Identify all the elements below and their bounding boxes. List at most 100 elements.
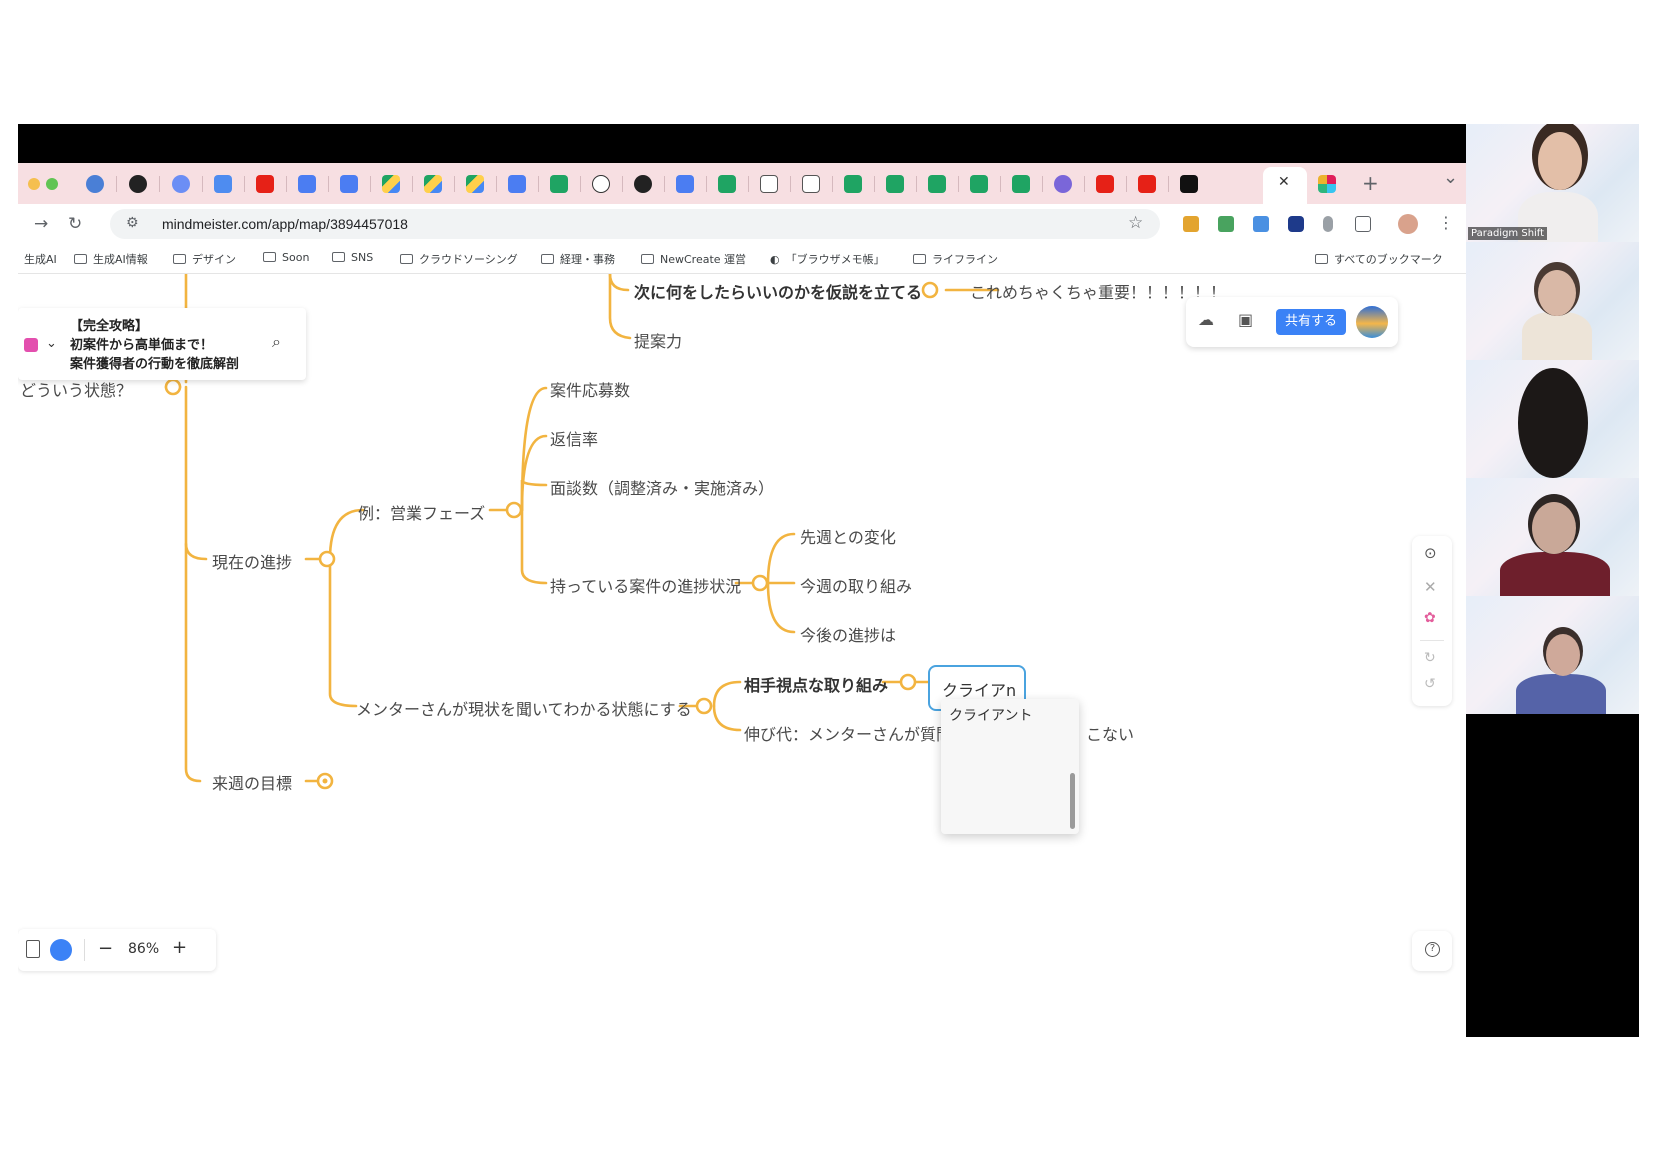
tab-favicon-drive[interactable] [466, 175, 484, 193]
participant-tile[interactable] [1466, 478, 1639, 596]
share-button[interactable]: 共有する [1276, 309, 1346, 335]
autocomplete-suggestion[interactable]: クライアント [949, 708, 1033, 724]
tab-favicon-extension[interactable] [760, 175, 778, 193]
microphone-icon[interactable] [1323, 216, 1333, 232]
node-current-progress[interactable]: 現在の進捗 [212, 553, 293, 572]
hexagon-extension-icon[interactable] [1288, 216, 1304, 232]
tab-active-mindmeister[interactable]: ✕ [1263, 167, 1307, 204]
tab-favicon-youtube[interactable] [256, 175, 274, 193]
theme-palette-icon[interactable]: ✿ [1424, 610, 1436, 626]
participant-tile[interactable] [1466, 242, 1639, 360]
user-avatar[interactable] [1356, 306, 1388, 338]
bookmark-folder[interactable]: 経理・事務 [541, 251, 615, 267]
node-state[interactable]: どういう状態？ [20, 381, 133, 400]
focus-target-icon[interactable]: ⊙ [1424, 544, 1437, 562]
map-title-card[interactable]: ⌄ 【完全攻略】 初案件から高単価まで！ 案件獲得者の行動を徹底解剖 ⌕ [18, 308, 306, 380]
node-client-view[interactable]: 相手視点な取り組み [744, 676, 889, 695]
bookmark-folder[interactable]: デザイン [173, 251, 236, 267]
zoom-out-button[interactable]: − [98, 938, 114, 959]
bookmark-item[interactable]: ◐「ブラウザメモ帳」 [770, 253, 885, 266]
bookmark-item[interactable]: 生成AI [24, 253, 57, 266]
tab-favicon-sheets[interactable] [928, 175, 946, 193]
tab-favicon-sheets[interactable] [550, 175, 568, 193]
tab-favicon-youtube[interactable] [1138, 175, 1156, 193]
presentation-icon[interactable]: ▣ [1238, 310, 1254, 329]
bookmark-folder[interactable]: SNS [332, 251, 373, 264]
tab-favicon-youtube[interactable] [1096, 175, 1114, 193]
forward-arrow-icon[interactable]: → [34, 214, 49, 234]
window-minimize-dot[interactable] [28, 178, 40, 190]
node-last-week-change[interactable]: 先週との変化 [800, 528, 896, 547]
mindmap-view-icon[interactable] [50, 939, 72, 961]
node-interviews[interactable]: 面談数（調整済み・実施済み） [550, 479, 775, 498]
tab-favicon-sheets[interactable] [1012, 175, 1030, 193]
url-text[interactable]: mindmeister.com/app/map/3894457018 [162, 216, 408, 232]
node-applications[interactable]: 案件応募数 [550, 381, 631, 400]
blue-extension-icon[interactable] [1253, 216, 1269, 232]
tab-favicon-x[interactable] [1180, 175, 1198, 193]
participant-tile[interactable] [1466, 360, 1639, 478]
profile-avatar-icon[interactable] [1398, 214, 1418, 234]
puzzle-green-extension-icon[interactable] [1218, 216, 1234, 232]
redo-icon[interactable]: ↻ [1424, 650, 1436, 666]
chrome-menu-icon[interactable]: ⋮ [1438, 213, 1454, 232]
tab-favicon-gemini[interactable] [172, 175, 190, 193]
tab-favicon-slack[interactable] [1318, 175, 1336, 193]
tab-favicon-sheets[interactable] [886, 175, 904, 193]
tab-favicon-drive[interactable] [382, 175, 400, 193]
window-zoom-dot[interactable] [46, 178, 58, 190]
zoom-in-button[interactable]: + [172, 937, 188, 958]
mindmap-canvas[interactable]: 次に何をしたらいいのかを仮説を立てる これめちゃくちゃ重要！！！！！！ 提案力 … [18, 274, 1466, 1037]
cloud-upload-icon[interactable]: ☁ [1198, 310, 1214, 329]
undo-icon[interactable]: ↺ [1424, 676, 1436, 692]
layout-icon[interactable]: ✕ [1424, 578, 1437, 596]
tab-favicon-badge[interactable] [1054, 175, 1072, 193]
tab-search-chevron-icon[interactable]: ⌄ [1443, 167, 1459, 188]
dropdown-scrollbar[interactable] [1070, 773, 1075, 829]
reload-icon[interactable]: ↻ [68, 214, 83, 234]
node-hypothesis[interactable]: 次に何をしたらいいのかを仮説を立てる [634, 283, 923, 302]
tab-favicon-sheets[interactable] [718, 175, 736, 193]
tab-favicon-calendar[interactable] [214, 175, 232, 193]
participant-tile[interactable]: Paradigm Shift [1466, 124, 1639, 242]
node-case-progress[interactable]: 持っている案件の進捗状況 [550, 577, 742, 596]
close-icon[interactable]: ✕ [1278, 174, 1290, 190]
tab-favicon-extension[interactable] [802, 175, 820, 193]
node-this-week[interactable]: 今週の取り組み [800, 577, 913, 596]
help-button[interactable]: ? [1412, 931, 1452, 971]
tab-favicon-docs[interactable] [298, 175, 316, 193]
tab-favicon-openai[interactable] [634, 175, 652, 193]
node-mentor-understand[interactable]: メンターさんが現状を聞いてわかる状態にする [356, 700, 692, 719]
tab-favicon-sheets[interactable] [844, 175, 862, 193]
node-growth[interactable]: 伸び代：メンターさんが質問 [744, 725, 953, 744]
search-icon[interactable]: ⌕ [272, 332, 281, 351]
star-icon[interactable]: ☆ [1128, 213, 1144, 233]
node-very-important[interactable]: これめちゃくちゃ重要！！！！！！ [970, 283, 1227, 302]
participant-tile[interactable] [1466, 596, 1639, 714]
node-growth-tail[interactable]: こない [1086, 725, 1135, 744]
tab-favicon-docs[interactable] [676, 175, 694, 193]
node-edit-text[interactable]: クライアn [942, 681, 1017, 700]
tab-favicon-docs[interactable] [508, 175, 526, 193]
node-next-goal[interactable]: 来週の目標 [212, 774, 293, 793]
tab-favicon-sheets[interactable] [970, 175, 988, 193]
bookmark-folder[interactable]: 生成AI情報 [74, 251, 148, 267]
node-proposal[interactable]: 提案力 [634, 332, 683, 351]
tab-favicon-info[interactable] [129, 175, 147, 193]
bookmark-folder[interactable]: NewCreate 運営 [641, 251, 746, 267]
autocomplete-dropdown[interactable]: クライアント [941, 699, 1079, 834]
chevron-down-icon[interactable]: ⌄ [46, 336, 57, 351]
tab-favicon-chrome[interactable] [86, 175, 104, 193]
bookmark-folder[interactable]: Soon [263, 251, 309, 264]
bookmark-folder[interactable]: ライフライン [913, 251, 998, 267]
tab-favicon-notion[interactable] [592, 175, 610, 193]
tab-favicon-drive[interactable] [424, 175, 442, 193]
new-tab-icon[interactable]: + [1362, 171, 1379, 195]
page-icon[interactable] [26, 940, 40, 958]
all-bookmarks-folder[interactable]: すべてのブックマーク [1315, 251, 1443, 267]
tab-favicon-docs[interactable] [340, 175, 358, 193]
site-settings-icon[interactable]: ⚙ [126, 215, 139, 231]
omnibox[interactable]: ⚙ mindmeister.com/app/map/3894457018 ☆ [110, 209, 1160, 239]
pen-extension-icon[interactable] [1183, 216, 1199, 232]
bookmark-folder[interactable]: クラウドソーシング [400, 251, 518, 267]
